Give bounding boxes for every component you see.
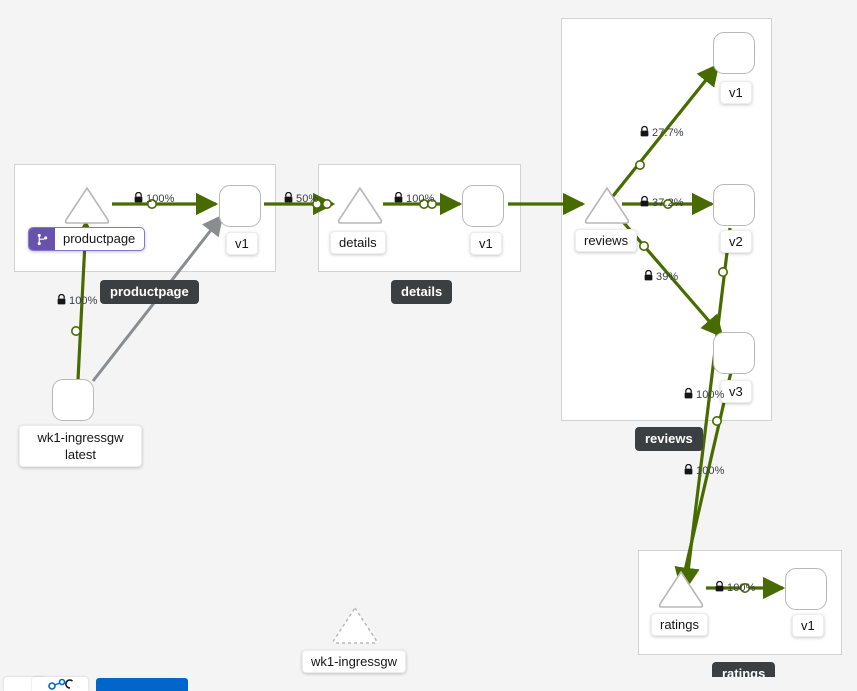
group-label-reviews[interactable]: reviews [635, 427, 703, 451]
node-workload-details-v1[interactable] [462, 185, 504, 227]
edge-pct-text: 100% [406, 193, 435, 205]
lock-icon [284, 191, 293, 206]
node-workload-ratings-v1[interactable] [785, 568, 827, 610]
node-label-productpage-v1[interactable]: v1 [226, 232, 258, 255]
node-workload-reviews-v2[interactable] [713, 184, 755, 226]
node-label-reviews-v3[interactable]: v3 [720, 380, 752, 403]
edge-label-reviews-to-ratings[interactable]: 100% [684, 463, 725, 478]
node-label-details[interactable]: details [330, 231, 386, 254]
edge-label-productpage-svc-to-v1[interactable]: 100% [134, 191, 175, 206]
lock-icon [715, 580, 724, 595]
node-label-productpage[interactable]: productpage [28, 227, 146, 251]
edge-pct-text: 37.2% [652, 197, 684, 209]
node-label-ratings[interactable]: ratings [651, 613, 709, 636]
node-label-wk1-ingressgw-line2: latest [64, 447, 97, 462]
bottom-toolbar [0, 677, 857, 691]
virtual-service-icon [29, 228, 55, 250]
lock-icon [684, 387, 693, 402]
lock-icon [640, 125, 649, 140]
legend-icon [48, 678, 73, 690]
lock-icon [394, 191, 403, 206]
edge-label-details-svc-to-v1[interactable]: 100% [394, 191, 435, 206]
edge-pct-text: 50% [296, 193, 319, 205]
node-label-wk1-ingressgw-line1: wk1-ingressgw [37, 430, 124, 445]
node-label-wk1-ingressgw-idle[interactable]: wk1-ingressgw [302, 650, 406, 673]
primary-action-button[interactable] [96, 678, 188, 691]
node-label-wk1-ingressgw[interactable]: wk1-ingressgw latest [19, 425, 142, 467]
node-label-ratings-v1[interactable]: v1 [792, 614, 824, 637]
legend-chip[interactable] [32, 677, 88, 691]
edge-pct-text: 39% [656, 271, 679, 283]
group-label-details[interactable]: details [391, 280, 453, 304]
edge-label-ratings-svc-to-v1[interactable]: 100% [715, 580, 756, 595]
edge-label-reviews-to-v2[interactable]: 37.2% [640, 195, 684, 210]
edge-label-reviews-to-v1[interactable]: 27.7% [640, 125, 684, 140]
node-workload-productpage-v1[interactable] [219, 185, 261, 227]
lock-icon [644, 269, 653, 284]
edge-label-ingressgw-to-productpage[interactable]: 100% [57, 293, 98, 308]
edge-pct-text: 100% [727, 582, 756, 594]
edge-label-reviews-to-v3[interactable]: 39% [644, 269, 679, 284]
node-workload-reviews-v3[interactable] [713, 332, 755, 374]
node-workload-wk1-ingressgw[interactable] [52, 379, 94, 421]
edge-pct-text: 100% [69, 295, 98, 307]
node-label-details-v1[interactable]: v1 [470, 232, 502, 255]
group-label-productpage[interactable]: productpage [100, 280, 199, 304]
lock-icon [640, 195, 649, 210]
edge-label-reviews-v3-to-ratings-inner[interactable]: 100% [684, 387, 725, 402]
edge-pct-text: 100% [696, 389, 725, 401]
lock-icon [134, 191, 143, 206]
node-label-reviews[interactable]: reviews [575, 229, 638, 252]
edge-pct-text: 27.7% [652, 127, 684, 139]
edge-pct-text: 100% [146, 193, 175, 205]
node-label-productpage-text: productpage [63, 231, 136, 246]
edge-label-productpage-v1-to-details[interactable]: 50% [284, 191, 319, 206]
edge-pct-text: 100% [696, 465, 725, 477]
node-label-reviews-v2[interactable]: v2 [720, 230, 752, 253]
lock-icon [57, 293, 66, 308]
lock-icon [684, 463, 693, 478]
node-label-reviews-v1[interactable]: v1 [720, 81, 752, 104]
node-workload-reviews-v1[interactable] [713, 32, 755, 74]
